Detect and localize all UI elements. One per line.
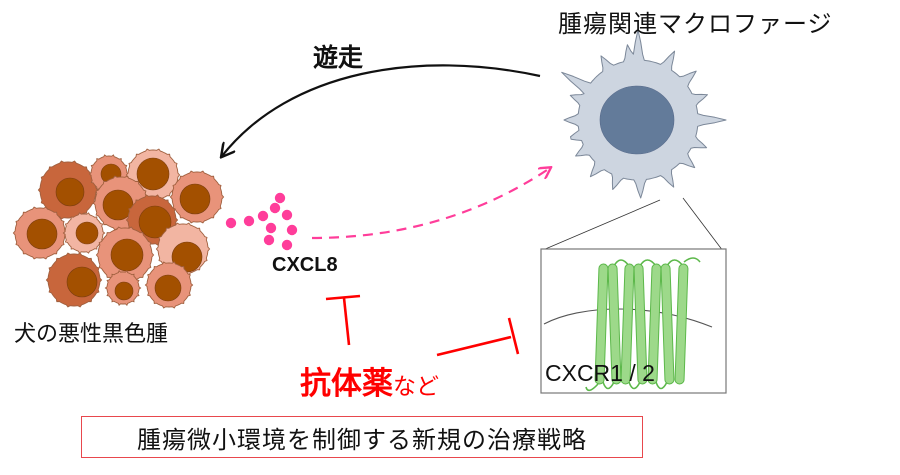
antibody-drug-suffix: など — [393, 374, 439, 400]
strategy-text: 腫瘍微小環境を制御する新規の治療戦略 — [137, 425, 587, 454]
cxcl8-molecule — [243, 215, 255, 227]
cxcr-receptor-7tm — [585, 257, 701, 392]
tumor-cell — [155, 222, 211, 276]
receptor-helix — [620, 263, 635, 385]
cxcl8-molecule — [269, 202, 281, 214]
inhibit-cxcr-mark — [436, 317, 520, 357]
zoom-line-left — [542, 199, 661, 251]
receptor-helix — [647, 263, 662, 385]
zoom-line-right — [682, 197, 724, 252]
tumor-cell — [45, 252, 103, 308]
tumor-cell — [169, 170, 225, 224]
tumor-cell-nucleus — [136, 157, 170, 191]
tumor-cell-nucleus — [114, 281, 134, 301]
antibody-drug-label: 抗体薬など — [300, 358, 439, 403]
tumor-cell — [62, 212, 106, 254]
receptor-label: CXCR1 / 2 — [545, 360, 655, 386]
inhibit-cxcl8-mark — [325, 294, 361, 346]
cxcl8-molecule — [274, 192, 286, 204]
cxcl8-molecules — [225, 192, 298, 251]
macrophage-cell — [561, 29, 727, 199]
tumor-cell — [104, 270, 142, 306]
cxcl8-molecule — [286, 224, 298, 236]
tumor-cell — [95, 226, 155, 284]
tumor-cell-nucleus — [55, 177, 85, 207]
receptor-helix — [607, 263, 622, 385]
cxcl8-molecule — [263, 234, 275, 246]
receptor-helix — [674, 263, 689, 385]
antibody-drug-text: 抗体薬 — [300, 366, 393, 402]
migration-arrow — [222, 64, 541, 156]
migration-label: 遊走 — [313, 43, 364, 72]
macrophage-nucleus — [599, 85, 675, 155]
macrophage-label: 腫瘍関連マクロファージ — [558, 10, 833, 38]
cxcl8-molecule — [225, 217, 237, 229]
tumor-cell — [144, 261, 194, 309]
tumor-cell-nucleus — [138, 205, 172, 239]
receptor-helix — [660, 263, 675, 385]
receptor-helix — [633, 263, 648, 385]
tumor-cell-nucleus — [110, 238, 144, 272]
tumor-cell-nucleus — [26, 218, 58, 250]
tumor-cell-nucleus — [154, 274, 182, 302]
tumor-cell-cluster — [12, 148, 225, 309]
strategy-banner: 腫瘍微小環境を制御する新規の治療戦略 — [81, 416, 643, 458]
tumor-cell — [12, 206, 68, 260]
cxcl8-molecule — [265, 222, 277, 234]
cxcl8-label: CXCL8 — [272, 254, 338, 276]
cxcl8-molecule — [281, 239, 293, 251]
cxcl8-molecule — [281, 209, 293, 221]
receptor-helix — [594, 263, 609, 385]
tumor-cell-nucleus — [179, 183, 211, 215]
cxcl8-signal-arrow — [311, 168, 550, 240]
receptor-loops — [585, 257, 701, 392]
tumor-label: 犬の悪性黒色腫 — [14, 322, 169, 347]
cxcl8-molecule — [257, 210, 269, 222]
tumor-cell — [37, 160, 99, 220]
tumor-cell-nucleus — [75, 221, 99, 245]
tumor-cell-nucleus — [66, 266, 98, 298]
